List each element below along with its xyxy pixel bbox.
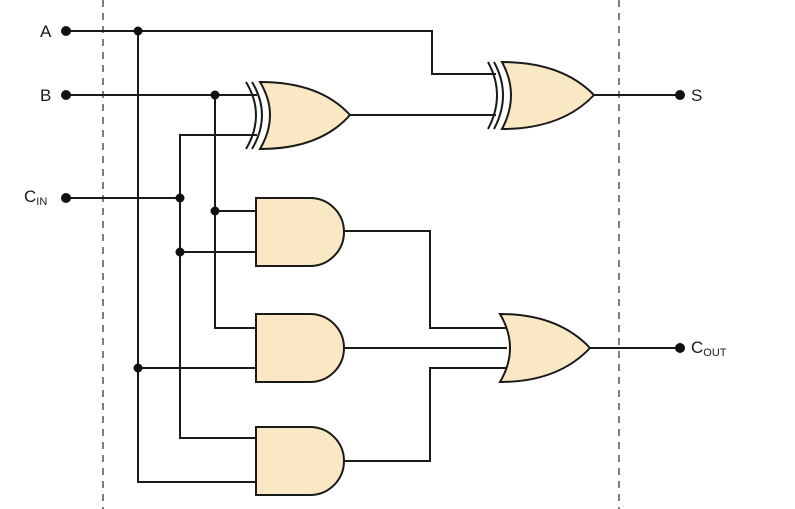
input-b-label: B [40,86,52,105]
xor-gate-2 [487,60,596,131]
and-gate-1 [255,197,345,267]
or-gate [498,312,592,384]
output-cout-terminal [675,343,685,353]
xor-gate-1 [245,80,352,151]
input-a-terminal [61,26,71,36]
input-cin-label: CIN [24,187,48,208]
and-gate-2 [255,313,345,383]
junction-cin-and1 [175,247,185,257]
input-a-wire [65,30,496,483]
output-s-label: S [691,86,703,105]
output-s-terminal [675,90,685,100]
junction-b [210,90,220,100]
output-cout-label: COUT [691,338,727,359]
junction-a [133,26,143,36]
input-a-label: A [40,22,52,41]
and-gate-3 [255,426,345,496]
input-cin-wire [65,134,257,439]
and-gate-input-wires [137,210,257,483]
junction-cin [175,193,185,203]
gate-output-wires [343,94,681,462]
input-b-terminal [61,90,71,100]
junction-b-and1 [210,206,220,216]
input-cin-terminal [61,193,71,203]
junction-a-and2 [133,363,143,373]
